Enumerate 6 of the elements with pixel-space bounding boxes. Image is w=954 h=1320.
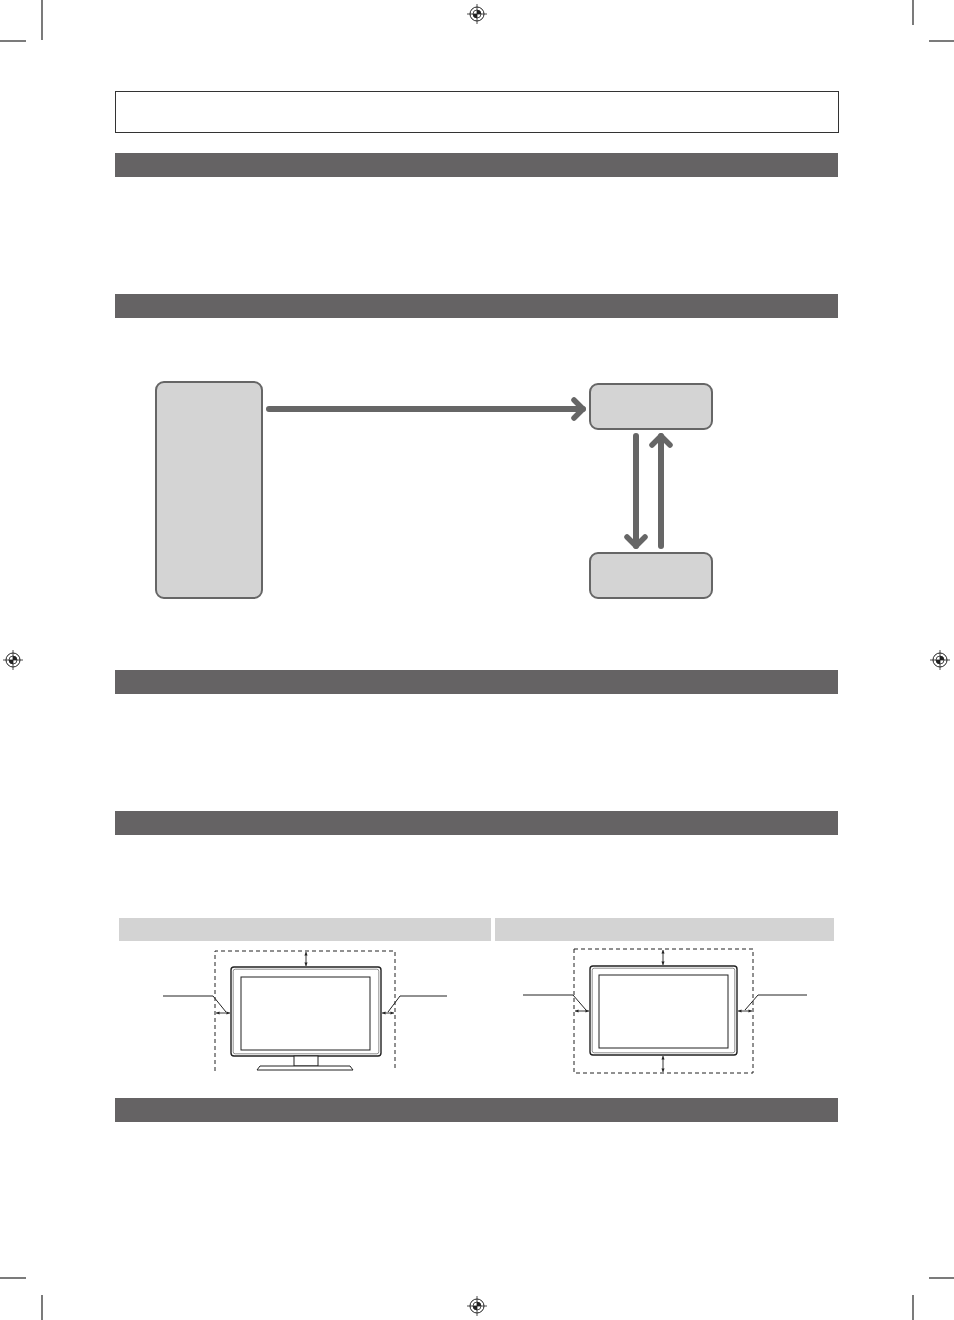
arrow <box>649 433 673 549</box>
arrow <box>266 397 586 421</box>
process-box <box>589 383 713 430</box>
process-box <box>155 381 263 599</box>
process-box <box>589 552 713 599</box>
arrow <box>624 433 648 549</box>
